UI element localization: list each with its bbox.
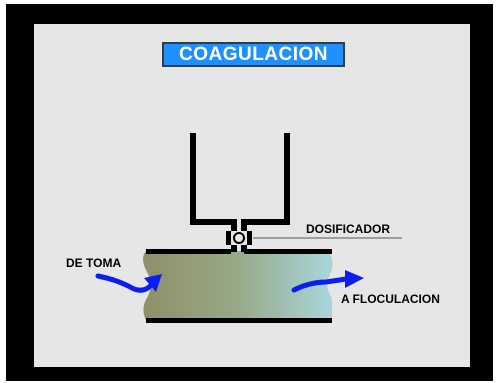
pipe-top-wall-left <box>146 249 231 254</box>
pipe-bottom-wall <box>146 318 332 323</box>
valve-side-left <box>226 231 231 245</box>
dosificador-label: DOSIFICADOR <box>306 222 390 236</box>
outflow-arrowhead-icon <box>345 270 364 288</box>
inflow-arrow-icon <box>95 273 155 293</box>
inflow-arrowhead-icon <box>144 274 162 292</box>
water-flow-body <box>143 251 333 320</box>
dosing-tank-inner <box>197 133 283 218</box>
outflow-arrow-icon <box>291 275 355 293</box>
diagram-title: COAGULACION <box>162 42 345 67</box>
a-floculacion-label: A FLOCULACION <box>341 292 440 306</box>
de-toma-label: DE TOMA <box>66 256 122 270</box>
pipe-top-wall-right <box>244 249 332 254</box>
valve-icon <box>233 232 245 244</box>
valve-side-right <box>247 231 252 245</box>
